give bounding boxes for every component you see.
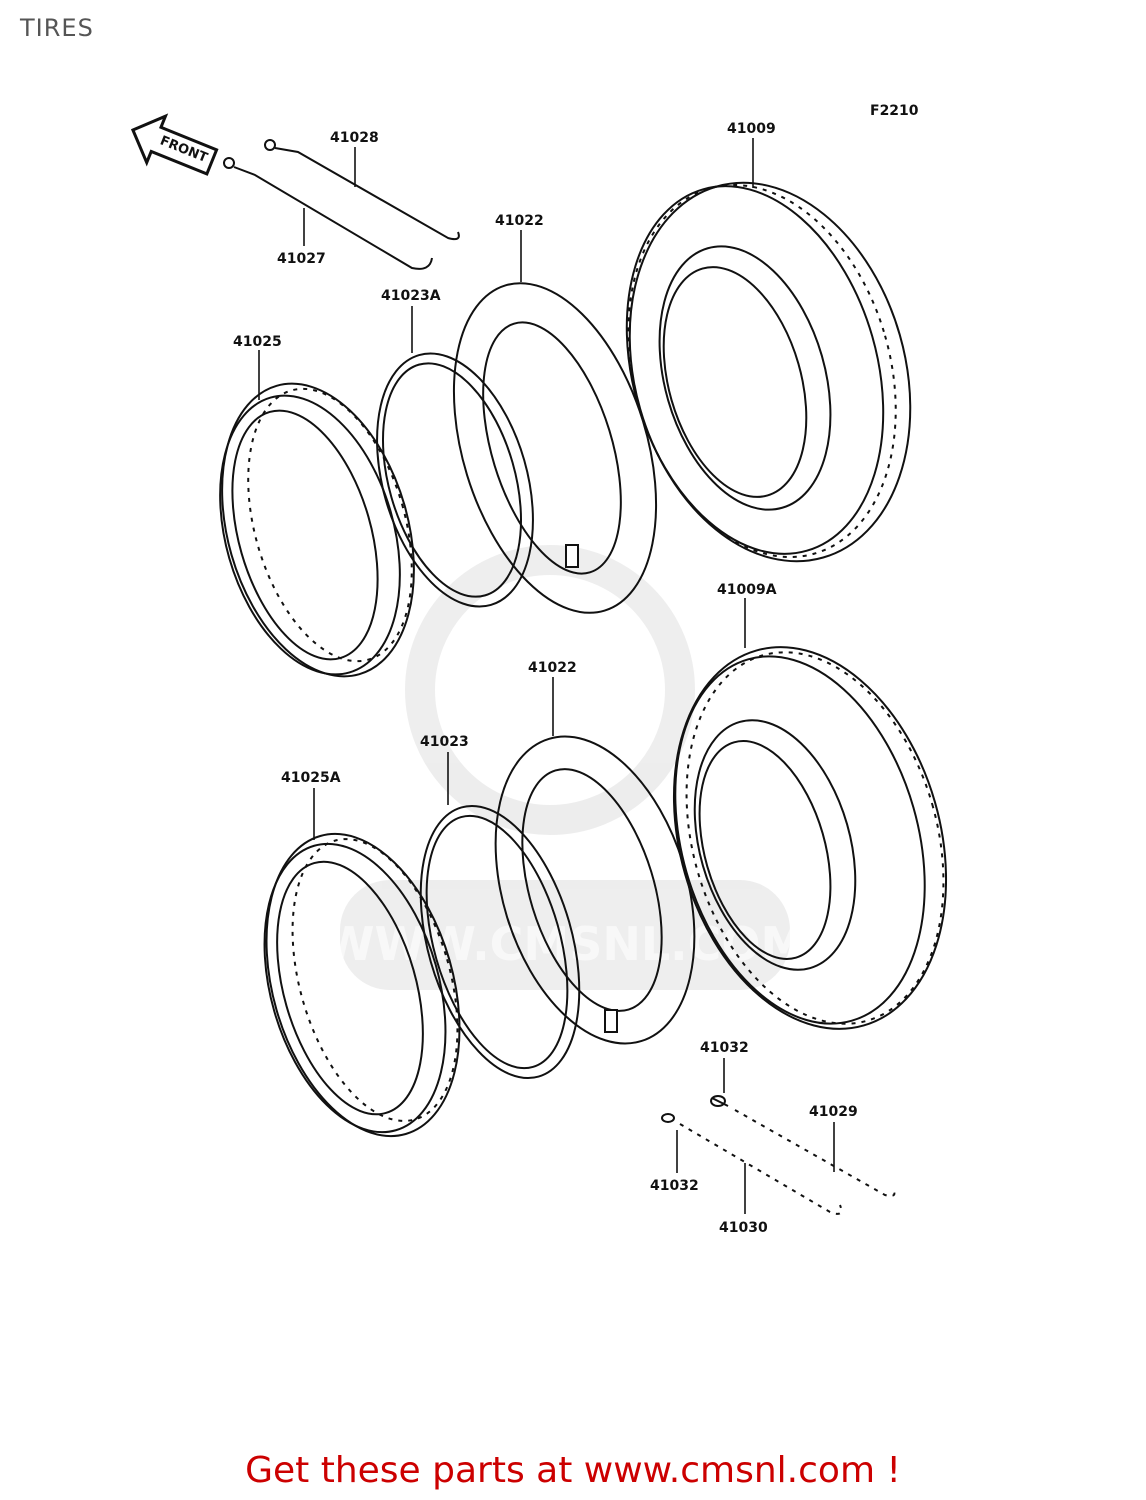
label-41027: 41027 xyxy=(277,251,326,267)
label-41023: 41023 xyxy=(420,734,469,750)
label-41009A: 41009A xyxy=(717,582,777,598)
rim-band-41023 xyxy=(419,804,581,1080)
tire-41009 xyxy=(625,181,912,563)
label-41028: 41028 xyxy=(330,130,379,146)
label-41023A: 41023A xyxy=(381,288,441,304)
rim-41025A xyxy=(263,832,461,1138)
label-41009: 41009 xyxy=(727,121,776,137)
rim-band-41023A xyxy=(376,352,534,608)
label-41022-top: 41022 xyxy=(495,213,544,229)
label-41030: 41030 xyxy=(719,1220,768,1236)
label-41025: 41025 xyxy=(233,334,282,350)
spoke-41028 xyxy=(264,139,460,241)
label-41022-bottom: 41022 xyxy=(528,660,577,676)
spoke-41027 xyxy=(223,157,433,270)
front-arrow-icon xyxy=(130,113,219,176)
label-41025A: 41025A xyxy=(281,770,341,786)
page-title: TIRES xyxy=(20,14,94,42)
footer-cta-link[interactable]: Get these parts at www.cmsnl.com ! xyxy=(245,1450,901,1491)
spoke-41029 xyxy=(710,1095,896,1197)
spoke-41030 xyxy=(661,1113,843,1215)
label-41029: 41029 xyxy=(809,1104,858,1120)
tube-41022-bottom xyxy=(494,735,696,1045)
label-41032-top: 41032 xyxy=(700,1040,749,1056)
label-41032-bottom: 41032 xyxy=(650,1178,699,1194)
tube-41022-top xyxy=(452,282,658,614)
figure-code: F2210 xyxy=(870,103,919,119)
rim-41025 xyxy=(219,382,415,678)
